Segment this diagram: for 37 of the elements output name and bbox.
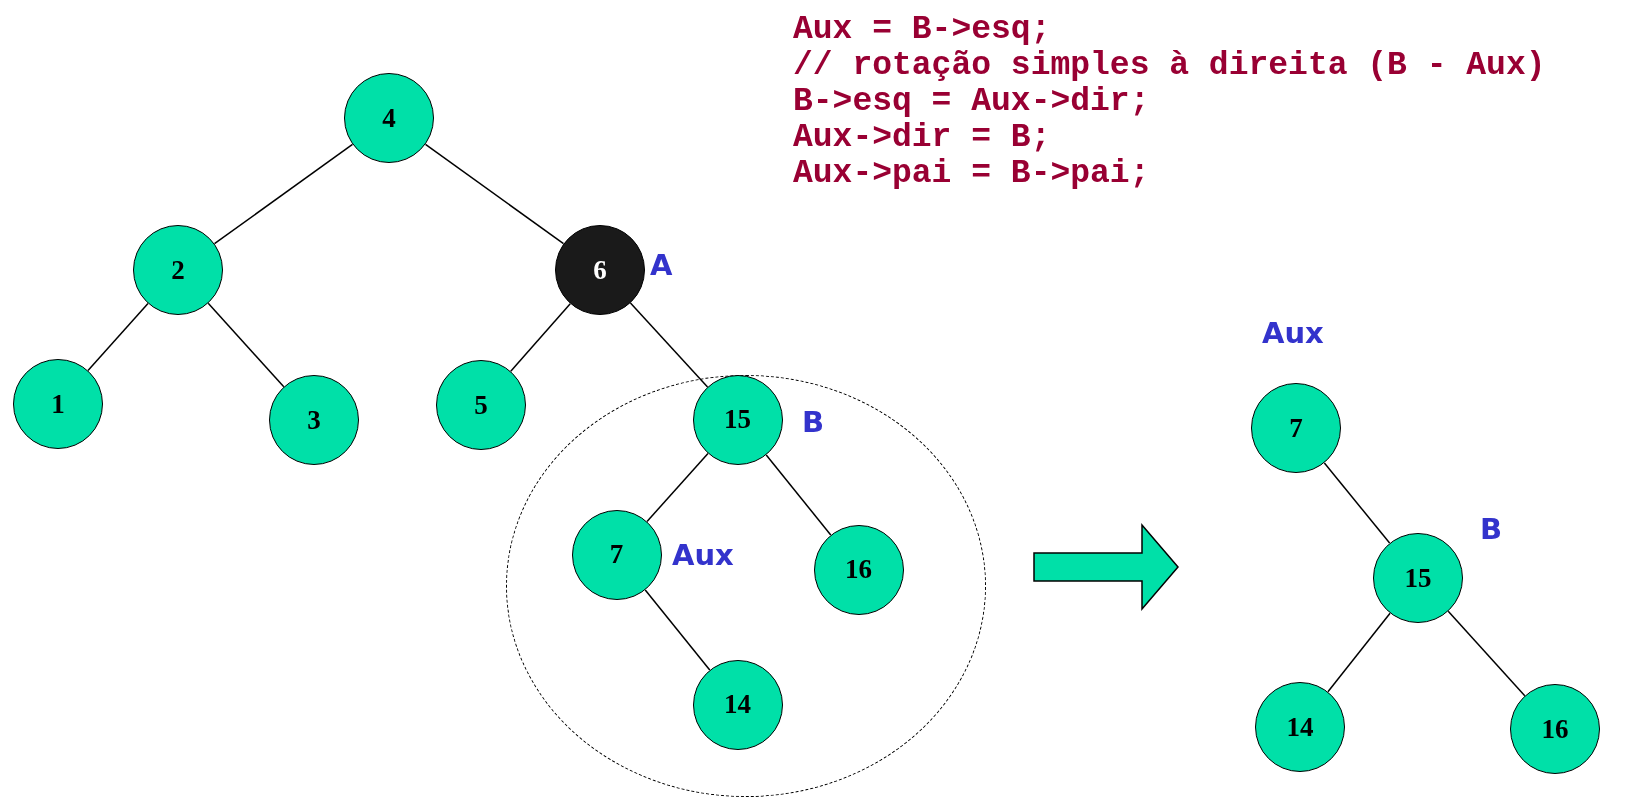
code-line: Aux = B->esq; bbox=[793, 12, 1052, 48]
tree-node: 4 bbox=[344, 73, 434, 163]
tree-edge bbox=[1327, 612, 1391, 693]
tree-edge bbox=[213, 143, 354, 245]
tree-node: 1 bbox=[13, 359, 103, 449]
tree-node: 2 bbox=[133, 225, 223, 315]
tree-node: 5 bbox=[436, 360, 526, 450]
pointer-label: B bbox=[1480, 512, 1503, 546]
tree-node: 7 bbox=[1251, 383, 1341, 473]
tree-edge bbox=[1323, 462, 1391, 544]
tree-node: 15 bbox=[692, 374, 783, 465]
pointer-label: B bbox=[802, 405, 825, 439]
tree-edge bbox=[510, 303, 571, 372]
tree-edge bbox=[646, 452, 709, 523]
tree-node: 14 bbox=[692, 659, 783, 750]
tree-edge bbox=[87, 302, 149, 372]
tree-node: 6 bbox=[555, 225, 645, 315]
tree-edge bbox=[1447, 610, 1526, 697]
tree-node: 7 bbox=[571, 509, 662, 600]
code-line: Aux->dir = B; bbox=[793, 120, 1052, 156]
tree-node: 16 bbox=[813, 524, 904, 615]
code-line: Aux->pai = B->pai; bbox=[793, 156, 1151, 192]
pointer-label: Aux bbox=[672, 538, 734, 572]
tree-edge bbox=[207, 302, 285, 388]
block-arrow bbox=[1033, 522, 1179, 612]
code-line: B->esq = Aux->dir; bbox=[793, 84, 1151, 120]
tree-node: 16 bbox=[1510, 684, 1600, 774]
tree-node: 14 bbox=[1255, 682, 1345, 772]
code-line: // rotação simples à direita (B - Aux) bbox=[793, 48, 1546, 84]
tree-edge bbox=[629, 302, 709, 388]
tree-edge bbox=[644, 589, 711, 671]
pointer-label: Aux bbox=[1262, 316, 1324, 350]
tree-edge bbox=[765, 454, 832, 536]
tree-node: 3 bbox=[269, 375, 359, 465]
tree-edge bbox=[424, 143, 565, 245]
tree-node: 15 bbox=[1373, 533, 1463, 623]
pointer-label: A bbox=[650, 248, 673, 282]
